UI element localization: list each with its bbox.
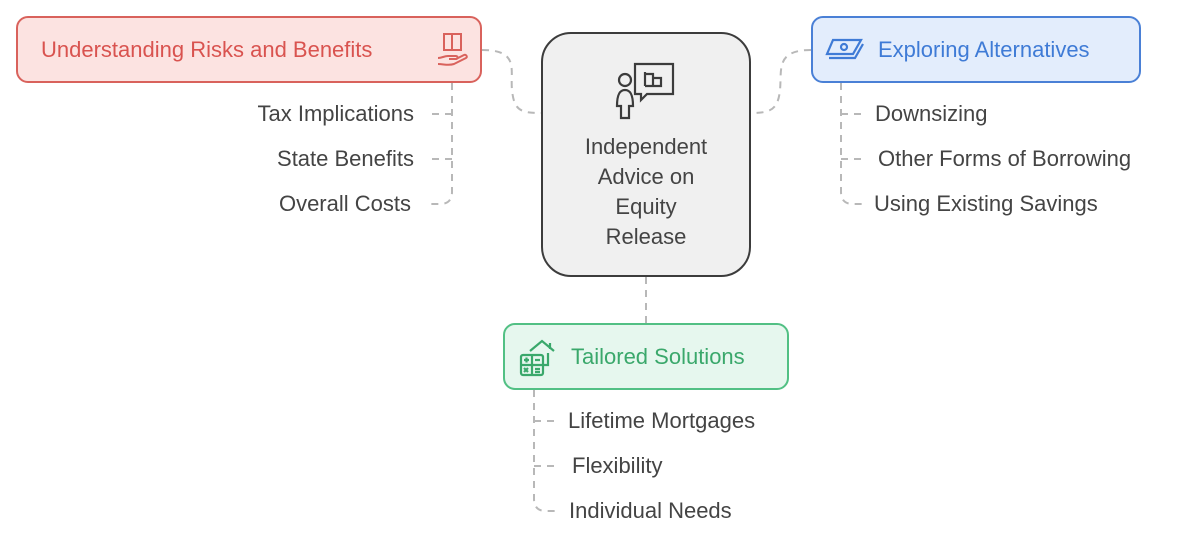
risks-item: Overall Costs — [278, 191, 411, 216]
alternatives-item: Other Forms of Borrowing — [878, 146, 1132, 171]
solutions-item: Flexibility — [572, 453, 663, 478]
advisor-icon — [615, 62, 675, 120]
center-node[interactable]: Independent Advice on Equity Release — [541, 32, 751, 277]
connector-risks — [481, 49, 542, 114]
solutions-item: Individual Needs — [569, 498, 732, 523]
alternatives-item: Using Existing Savings — [874, 191, 1098, 216]
solutions-item: Lifetime Mortgages — [568, 408, 756, 433]
risks-item: State Benefits — [277, 146, 414, 171]
alternatives-item: Downsizing — [875, 101, 988, 126]
calculator-house-icon — [519, 339, 555, 377]
connector-alternatives — [750, 49, 812, 114]
center-line: Equity — [615, 194, 677, 219]
alternatives-node[interactable]: Exploring Alternatives — [811, 16, 1141, 83]
risks-branches — [428, 83, 453, 205]
alternatives-title: Exploring Alternatives — [878, 36, 1090, 62]
book-hand-icon — [437, 33, 468, 66]
risks-node[interactable]: Understanding Risks and Benefits — [16, 16, 482, 83]
risks-item: Tax Implications — [257, 101, 414, 126]
center-line: Independent — [584, 134, 708, 159]
alternatives-branches — [840, 83, 865, 205]
solutions-title: Tailored Solutions — [571, 343, 745, 369]
center-line: Advice on — [597, 164, 695, 189]
solutions-branches — [533, 390, 558, 512]
risks-title: Understanding Risks and Benefits — [41, 36, 373, 62]
center-line: Release — [605, 224, 687, 249]
solutions-node[interactable]: Tailored Solutions — [503, 323, 789, 390]
money-card-icon — [825, 38, 864, 60]
